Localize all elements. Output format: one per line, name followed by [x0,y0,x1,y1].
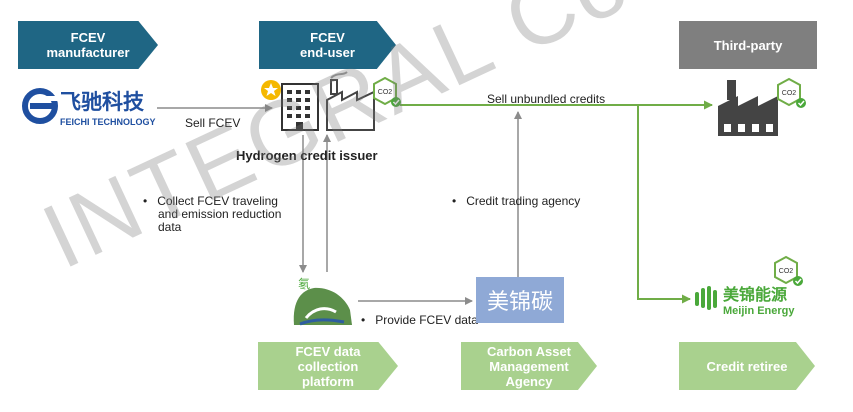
feichi-logo-icon [22,88,60,124]
svg-text:CO2: CO2 [779,268,794,275]
co2-badge-third-party-icon: CO2 [777,77,806,108]
svg-text:CO2: CO2 [782,90,797,97]
building-icon [281,83,319,131]
feichi-logo-en: FEICHI TECHNOLOGY [60,117,156,127]
credit-retiree-chevron: Credit retiree [679,342,815,390]
sell-fcev-label: Sell FCEV [185,116,241,130]
carbon-agency-chevron: Carbon Asset Management Agency [461,342,597,390]
hydrogen-credit-issuer-label: Hydrogen credit issuer [236,148,378,163]
fcev-manufacturer-chevron: FCEV manufacturer [18,21,158,69]
star-badge-icon [261,80,281,100]
meijin-energy-cn: 美锦能源 [723,285,788,304]
svg-text:氡: 氡 [298,276,310,291]
meijin-carbon-logo: 美锦碳 [476,277,564,323]
retiree-arrow [637,105,691,304]
co2-badge-issuer-icon: CO2 [373,76,401,107]
meijin-energy-en: Meijin Energy [723,305,795,317]
meijin-energy-mark-icon [695,286,717,310]
svg-text:CO2: CO2 [378,89,393,96]
fcev-end-user-chevron: FCEV end-user [259,21,396,69]
collect-data-label-2: and emission reduction [158,207,282,221]
factory-icon [326,71,375,131]
credit-trading-agency-label: Credit trading agency [452,194,580,208]
collect-data-label-1: Collect FCEV traveling [143,194,278,208]
provide-fcev-data-label: Provide FCEV data [361,313,478,327]
collect-data-label-3: data [158,220,182,234]
third-party-box: Third-party [679,21,817,69]
sell-unbundled-label: Sell unbundled credits [487,92,606,106]
data-platform-logo-icon: 氡 [293,276,352,326]
co2-badge-retiree-icon: CO2 [774,255,803,286]
third-party-factory-icon [718,80,778,136]
feichi-logo-cn: 飞驰科技 [60,90,144,114]
data-platform-chevron: FCEV data collection platform [258,342,398,390]
